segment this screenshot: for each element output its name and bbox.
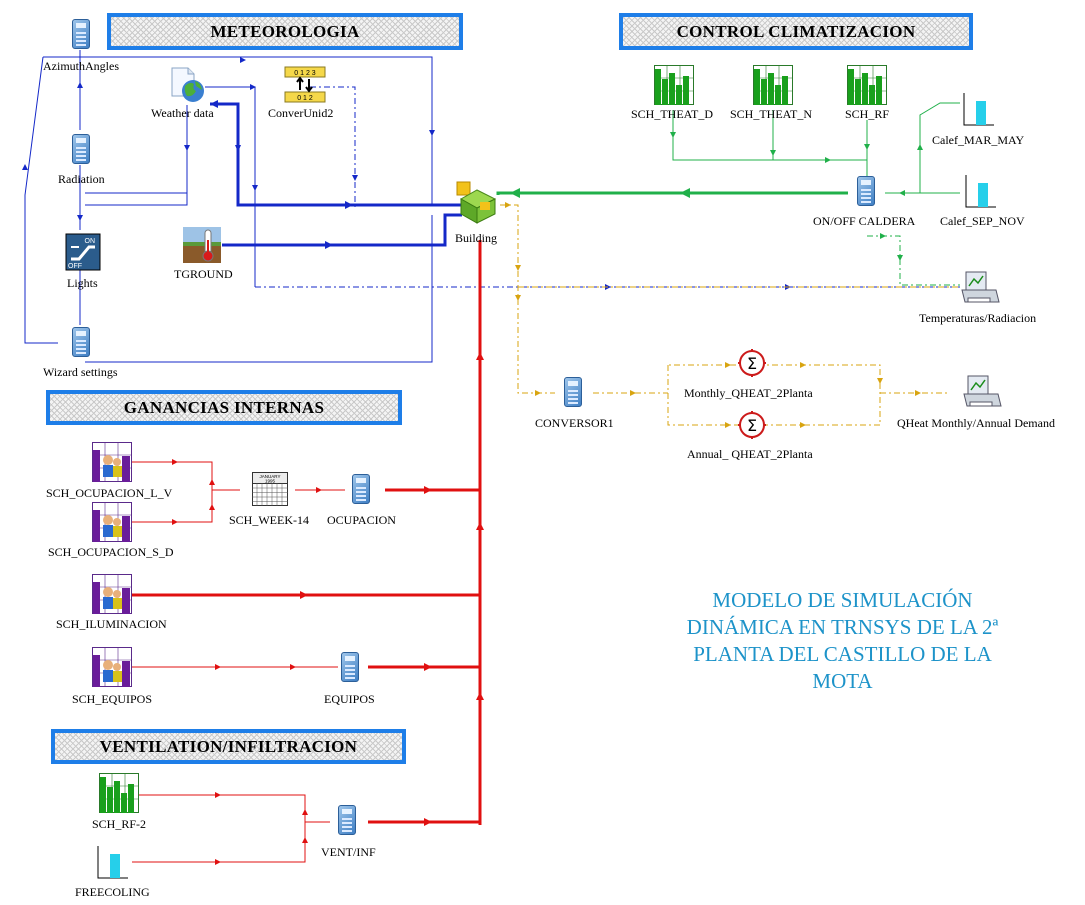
- forcing-function-icon: [97, 846, 128, 879]
- lights-label: Lights: [67, 276, 98, 290]
- toggle-switch-icon: ON OFF: [65, 233, 101, 271]
- weather-label: Weather data: [151, 106, 214, 120]
- model-title: MODELO DE SIMULACIÓN DINÁMICA EN TRNSYS …: [650, 587, 1035, 695]
- occupancy-schedule-icon: [92, 442, 132, 482]
- equipos-label: EQUIPOS: [324, 692, 375, 706]
- green-links: [496, 102, 960, 286]
- toggle-off-text: OFF: [68, 263, 82, 270]
- sch-theat-d-label: SCH_THEAT_D: [631, 107, 714, 121]
- sch-ilum-label: SCH_ILUMINACION: [56, 617, 167, 631]
- section-meteorologia: METEOROLOGIA: [107, 13, 463, 50]
- monthly-qheat-label: Monthly_QHEAT_2Planta: [684, 386, 813, 400]
- section-control-label: CONTROL CLIMATIZACION: [676, 21, 916, 41]
- calendar-month-text: JANUARY: [260, 474, 281, 479]
- sum-integrator-icon: Σ: [738, 349, 766, 377]
- wizard-label: Wizard settings: [43, 365, 118, 379]
- sch-theat-n-label: SCH_THEAT_N: [730, 107, 813, 121]
- schedule-chart-icon: [99, 773, 139, 813]
- schedule-chart-icon: [654, 65, 694, 105]
- conversor1-label: CONVERSOR1: [535, 416, 614, 430]
- red-links: [132, 240, 482, 863]
- section-ventilation-label: VENTILATION/INFILTRACION: [99, 736, 358, 756]
- calef-mar-may-label: Calef_MAR_MAY: [932, 133, 1025, 147]
- section-ganancias-internas: GANANCIAS INTERNAS: [46, 390, 402, 425]
- freecoling-label: FREECOLING: [75, 885, 150, 899]
- calculator-icon: [352, 474, 370, 504]
- title-line-4: MOTA: [812, 669, 873, 693]
- forcing-function-icon: [965, 175, 996, 208]
- gold-arrows: [505, 202, 921, 428]
- calculator-icon: [338, 805, 356, 835]
- section-meteorologia-label: METEOROLOGIA: [210, 21, 360, 41]
- calendar-year-text: 1995: [265, 479, 276, 484]
- section-ganancias-label: GANANCIAS INTERNAS: [123, 397, 325, 417]
- occupancy-schedule-icon: [92, 502, 132, 542]
- schedule-chart-icon: [753, 65, 793, 105]
- vent-inf-label: VENT/INF: [321, 845, 376, 859]
- converunid-label: ConverUnid2: [268, 106, 334, 120]
- forcing-function-icon: [963, 93, 994, 126]
- calculator-icon: [857, 176, 875, 206]
- ocupacion-label: OCUPACION: [327, 513, 396, 527]
- blue-thick-arrows: [210, 100, 353, 249]
- title-line-3: PLANTA DEL CASTILLO DE LA: [693, 642, 992, 666]
- calculator-icon: [564, 377, 582, 407]
- calculator-icon: [72, 327, 90, 357]
- ground-thermometer-icon: [183, 227, 221, 263]
- sch-week-label: SCH_WEEK-14: [229, 513, 309, 527]
- sch-ocup-lv-label: SCH_OCUPACION_L_V: [46, 486, 173, 500]
- red-arrows: [172, 352, 484, 865]
- ruler-bottom-text: 0 1 2: [297, 95, 313, 102]
- sch-equipos-label: SCH_EQUIPOS: [72, 692, 153, 706]
- calculator-icon: [72, 134, 90, 164]
- qheat-printer-label: QHeat Monthly/Annual Demand: [897, 416, 1055, 430]
- building-cube-icon: [456, 181, 497, 224]
- calef-sep-nov-label: Calef_SEP_NOV: [940, 214, 1025, 228]
- occupancy-schedule-icon: [92, 647, 132, 687]
- title-line-1: MODELO DE SIMULACIÓN: [712, 588, 973, 612]
- sch-rf-label: SCH_RF: [845, 107, 890, 121]
- printer-plotter-icon: [961, 271, 1000, 303]
- toggle-on-text: ON: [85, 238, 96, 245]
- building-label: Building: [455, 231, 498, 245]
- section-ventilation: VENTILATION/INFILTRACION: [51, 729, 406, 764]
- azimuth-label: AzimuthAngles: [43, 59, 119, 73]
- radiation-label: Radiation: [58, 172, 105, 186]
- title-line-2: DINÁMICA EN TRNSYS DE LA 2ª: [686, 615, 999, 639]
- calculator-icon: [341, 652, 359, 682]
- printer-plotter-icon: [963, 375, 1002, 407]
- section-control-climatizacion: CONTROL CLIMATIZACION: [619, 13, 973, 50]
- sum-glyph: Σ: [747, 354, 757, 373]
- schedule-chart-icon: [847, 65, 887, 105]
- weather-globe-icon: [171, 67, 204, 102]
- ruler-top-text: 0 1 2 3: [294, 70, 316, 77]
- sch-ocup-sd-label: SCH_OCUPACION_S_D: [48, 545, 174, 559]
- calendar-icon: JANUARY 1995: [252, 472, 288, 506]
- green-arrows: [510, 132, 923, 261]
- onoff-caldera-label: ON/OFF CALDERA: [813, 214, 916, 228]
- sum-glyph: Σ: [747, 416, 757, 435]
- blue-thick-links: [210, 102, 462, 247]
- sum-integrator-icon: Σ: [738, 411, 766, 439]
- unit-converter-icon: 0 1 2 3 0 1 2: [284, 66, 326, 103]
- sch-rf2-label: SCH_RF-2: [92, 817, 147, 831]
- blue-thin-arrows: [22, 57, 791, 290]
- occupancy-schedule-icon: [92, 574, 132, 614]
- annual-qheat-label: Annual_ QHEAT_2Planta: [687, 447, 813, 461]
- calculator-icon: [72, 19, 90, 49]
- tground-label: TGROUND: [174, 267, 233, 281]
- temperaturas-label: Temperaturas/Radiacion: [919, 311, 1037, 325]
